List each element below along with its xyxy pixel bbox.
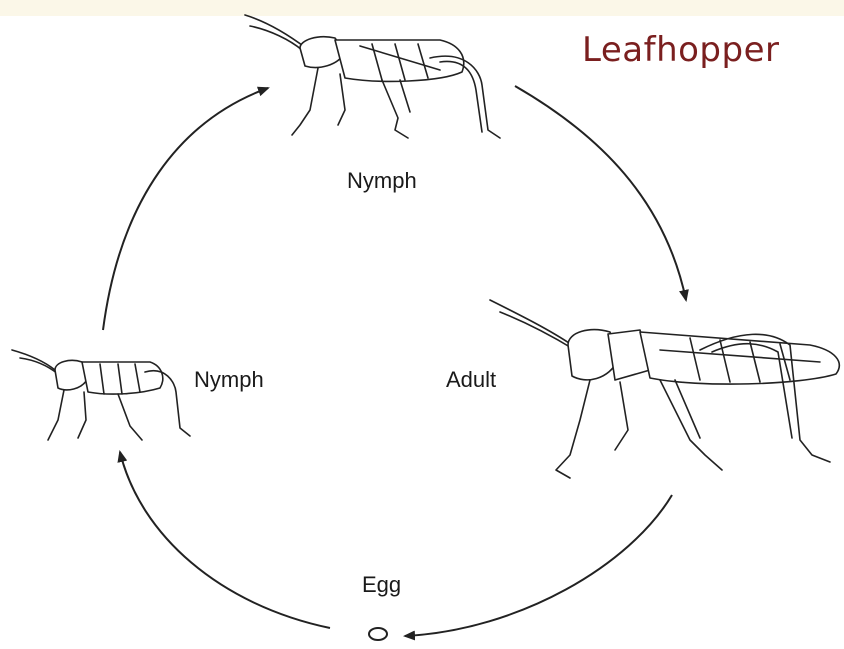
grasshopper-nymph-icon <box>245 15 500 138</box>
grasshopper-adult-icon <box>490 300 839 478</box>
arrow-nymph-to-adult <box>515 86 686 300</box>
arrow-nymph-to-nymph <box>103 88 268 330</box>
arrow-adult-to-egg <box>405 495 672 636</box>
egg-icon <box>369 628 387 640</box>
arrow-egg-to-nymph <box>120 452 330 628</box>
grasshopper-nymph-small-icon <box>12 350 190 440</box>
